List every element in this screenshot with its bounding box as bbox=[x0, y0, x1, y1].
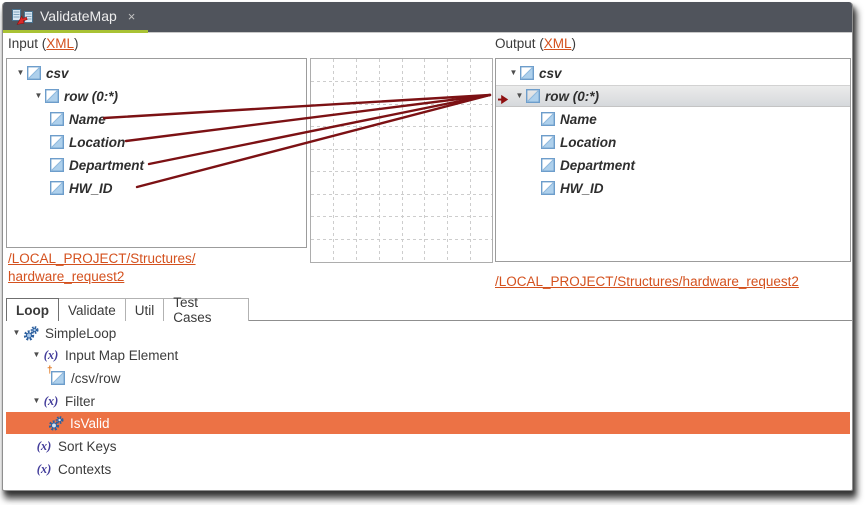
editor-tab-validatemap[interactable]: ValidateMap × bbox=[3, 2, 148, 33]
input-schema-panel: ▼ csv ▼ row (0:*) Name Location Departme… bbox=[6, 58, 307, 248]
xml-element-new-icon: † bbox=[47, 365, 66, 386]
function-icon: (x) bbox=[43, 393, 59, 408]
loop-tree-item-isvalid-selected[interactable]: IsValid bbox=[6, 412, 850, 434]
tree-label: Department bbox=[69, 157, 145, 173]
xml-element-icon bbox=[525, 88, 541, 104]
tree-label: HW_ID bbox=[69, 180, 113, 196]
output-header: Output (XML) bbox=[495, 36, 576, 51]
input-tree-item-row[interactable]: ▼ row (0:*) bbox=[7, 85, 306, 107]
input-tree-item-csv[interactable]: ▼ csv bbox=[7, 62, 306, 84]
gears-icon bbox=[48, 415, 64, 431]
input-structure-link[interactable]: /LOCAL_PROJECT/Structures/ hardware_requ… bbox=[8, 250, 196, 286]
mapper-editor-window: ValidateMap × Input (XML) Output (XML) ▼ bbox=[2, 2, 853, 491]
loop-tree-item-filter[interactable]: ▼ (x) Filter bbox=[6, 390, 850, 412]
tab-validate[interactable]: Validate bbox=[59, 298, 126, 321]
tab-test-cases[interactable]: Test Cases bbox=[164, 295, 249, 325]
xml-element-icon bbox=[26, 65, 42, 81]
tree-label: Name bbox=[69, 111, 106, 127]
tab-util[interactable]: Util bbox=[125, 298, 165, 321]
tree-label: csv bbox=[46, 65, 69, 81]
mapper-bottom-tabs: Loop Validate Util Test Cases bbox=[6, 295, 852, 325]
input-header: Input (XML) bbox=[8, 36, 79, 51]
mapping-canvas[interactable] bbox=[310, 58, 493, 263]
loop-tree-label: SimpleLoop bbox=[45, 325, 117, 341]
loop-tree-item-sort-keys[interactable]: (x) Sort Keys bbox=[6, 435, 850, 457]
output-header-prefix: Output ( bbox=[495, 36, 544, 51]
tree-label: Name bbox=[560, 111, 597, 127]
output-tree-item-csv[interactable]: ▼ csv bbox=[496, 62, 850, 84]
expander-icon[interactable]: ▼ bbox=[515, 91, 524, 100]
xml-element-icon bbox=[44, 88, 60, 104]
loop-tree-item-simpleloop[interactable]: ▼ SimpleLoop bbox=[6, 322, 850, 344]
expander-icon[interactable]: ▼ bbox=[12, 328, 21, 337]
loop-tree-label: /csv/row bbox=[71, 370, 121, 386]
tab-loop[interactable]: Loop bbox=[6, 298, 59, 321]
input-tree-item-department[interactable]: Department bbox=[7, 154, 306, 176]
xml-element-icon bbox=[540, 111, 556, 127]
loop-tree-item-input-map-element[interactable]: ▼ (x) Input Map Element bbox=[6, 344, 850, 366]
output-tree-item-location[interactable]: Location bbox=[496, 131, 850, 153]
function-icon: (x) bbox=[43, 347, 59, 362]
xml-element-icon bbox=[49, 134, 65, 150]
expander-icon[interactable]: ▼ bbox=[16, 68, 25, 77]
tree-label: Location bbox=[69, 134, 126, 150]
expander-icon[interactable]: ▼ bbox=[34, 91, 43, 100]
function-icon: (x) bbox=[36, 438, 52, 453]
map-document-icon bbox=[12, 8, 33, 25]
xml-element-icon bbox=[49, 111, 65, 127]
loop-tree-label: Sort Keys bbox=[58, 438, 117, 454]
output-tree-item-name[interactable]: Name bbox=[496, 108, 850, 130]
xml-element-icon bbox=[49, 157, 65, 173]
dagger-badge-icon: † bbox=[47, 365, 53, 376]
output-structure-link[interactable]: /LOCAL_PROJECT/Structures/hardware_reque… bbox=[495, 273, 799, 291]
tab-strip-filler bbox=[248, 298, 852, 321]
output-header-suffix: ) bbox=[571, 36, 577, 51]
loop-tree-label: Input Map Element bbox=[65, 347, 179, 363]
expander-icon[interactable]: ▼ bbox=[32, 350, 41, 359]
tree-label: Location bbox=[560, 134, 617, 150]
input-structure-link-line1[interactable]: /LOCAL_PROJECT/Structures/ bbox=[8, 251, 196, 266]
expander-icon[interactable]: ▼ bbox=[32, 396, 41, 405]
output-tree-item-department[interactable]: Department bbox=[496, 154, 850, 176]
input-tree-item-hwid[interactable]: HW_ID bbox=[7, 177, 306, 199]
input-tree-item-location[interactable]: Location bbox=[7, 131, 306, 153]
xml-element-icon bbox=[519, 65, 535, 81]
input-header-suffix: ) bbox=[74, 36, 79, 51]
loop-tree-item-csv-row[interactable]: † /csv/row bbox=[6, 365, 850, 389]
tree-label: row (0:*) bbox=[545, 88, 599, 104]
close-icon[interactable]: × bbox=[127, 8, 136, 24]
output-schema-panel: ▼ csv ▼ row (0:*) Name Location Departme… bbox=[495, 58, 851, 262]
loop-tree-label: Filter bbox=[65, 393, 95, 409]
editor-tab-title: ValidateMap bbox=[40, 8, 117, 24]
xml-element-icon bbox=[49, 180, 65, 196]
tree-label: Department bbox=[560, 157, 636, 173]
tree-label: HW_ID bbox=[560, 180, 604, 196]
mapping-target-arrow-icon bbox=[498, 92, 509, 105]
expander-icon[interactable]: ▼ bbox=[509, 68, 518, 77]
input-tree-item-name[interactable]: Name bbox=[7, 108, 306, 130]
function-icon: (x) bbox=[36, 461, 52, 476]
tree-label: csv bbox=[539, 65, 562, 81]
input-header-prefix: Input ( bbox=[8, 36, 47, 51]
editor-tabbar: ValidateMap × bbox=[3, 2, 852, 33]
loop-tree-label: IsValid bbox=[70, 415, 110, 431]
xml-element-icon bbox=[540, 157, 556, 173]
tree-label: row (0:*) bbox=[64, 88, 118, 104]
output-structure-link-text[interactable]: /LOCAL_PROJECT/Structures/hardware_reque… bbox=[495, 274, 799, 289]
input-structure-link-line2[interactable]: hardware_request2 bbox=[8, 269, 125, 284]
canvas-grid bbox=[311, 59, 492, 262]
input-xml-link[interactable]: XML bbox=[46, 36, 75, 51]
xml-element-icon bbox=[540, 180, 556, 196]
output-xml-link[interactable]: XML bbox=[543, 36, 572, 51]
gears-icon bbox=[23, 325, 39, 341]
loop-tree-label: Contexts bbox=[58, 461, 112, 477]
output-tree-item-row-selected[interactable]: ▼ row (0:*) bbox=[496, 85, 850, 107]
loop-tree-item-contexts[interactable]: (x) Contexts bbox=[6, 458, 850, 480]
output-tree-item-hwid[interactable]: HW_ID bbox=[496, 177, 850, 199]
xml-element-icon bbox=[540, 134, 556, 150]
